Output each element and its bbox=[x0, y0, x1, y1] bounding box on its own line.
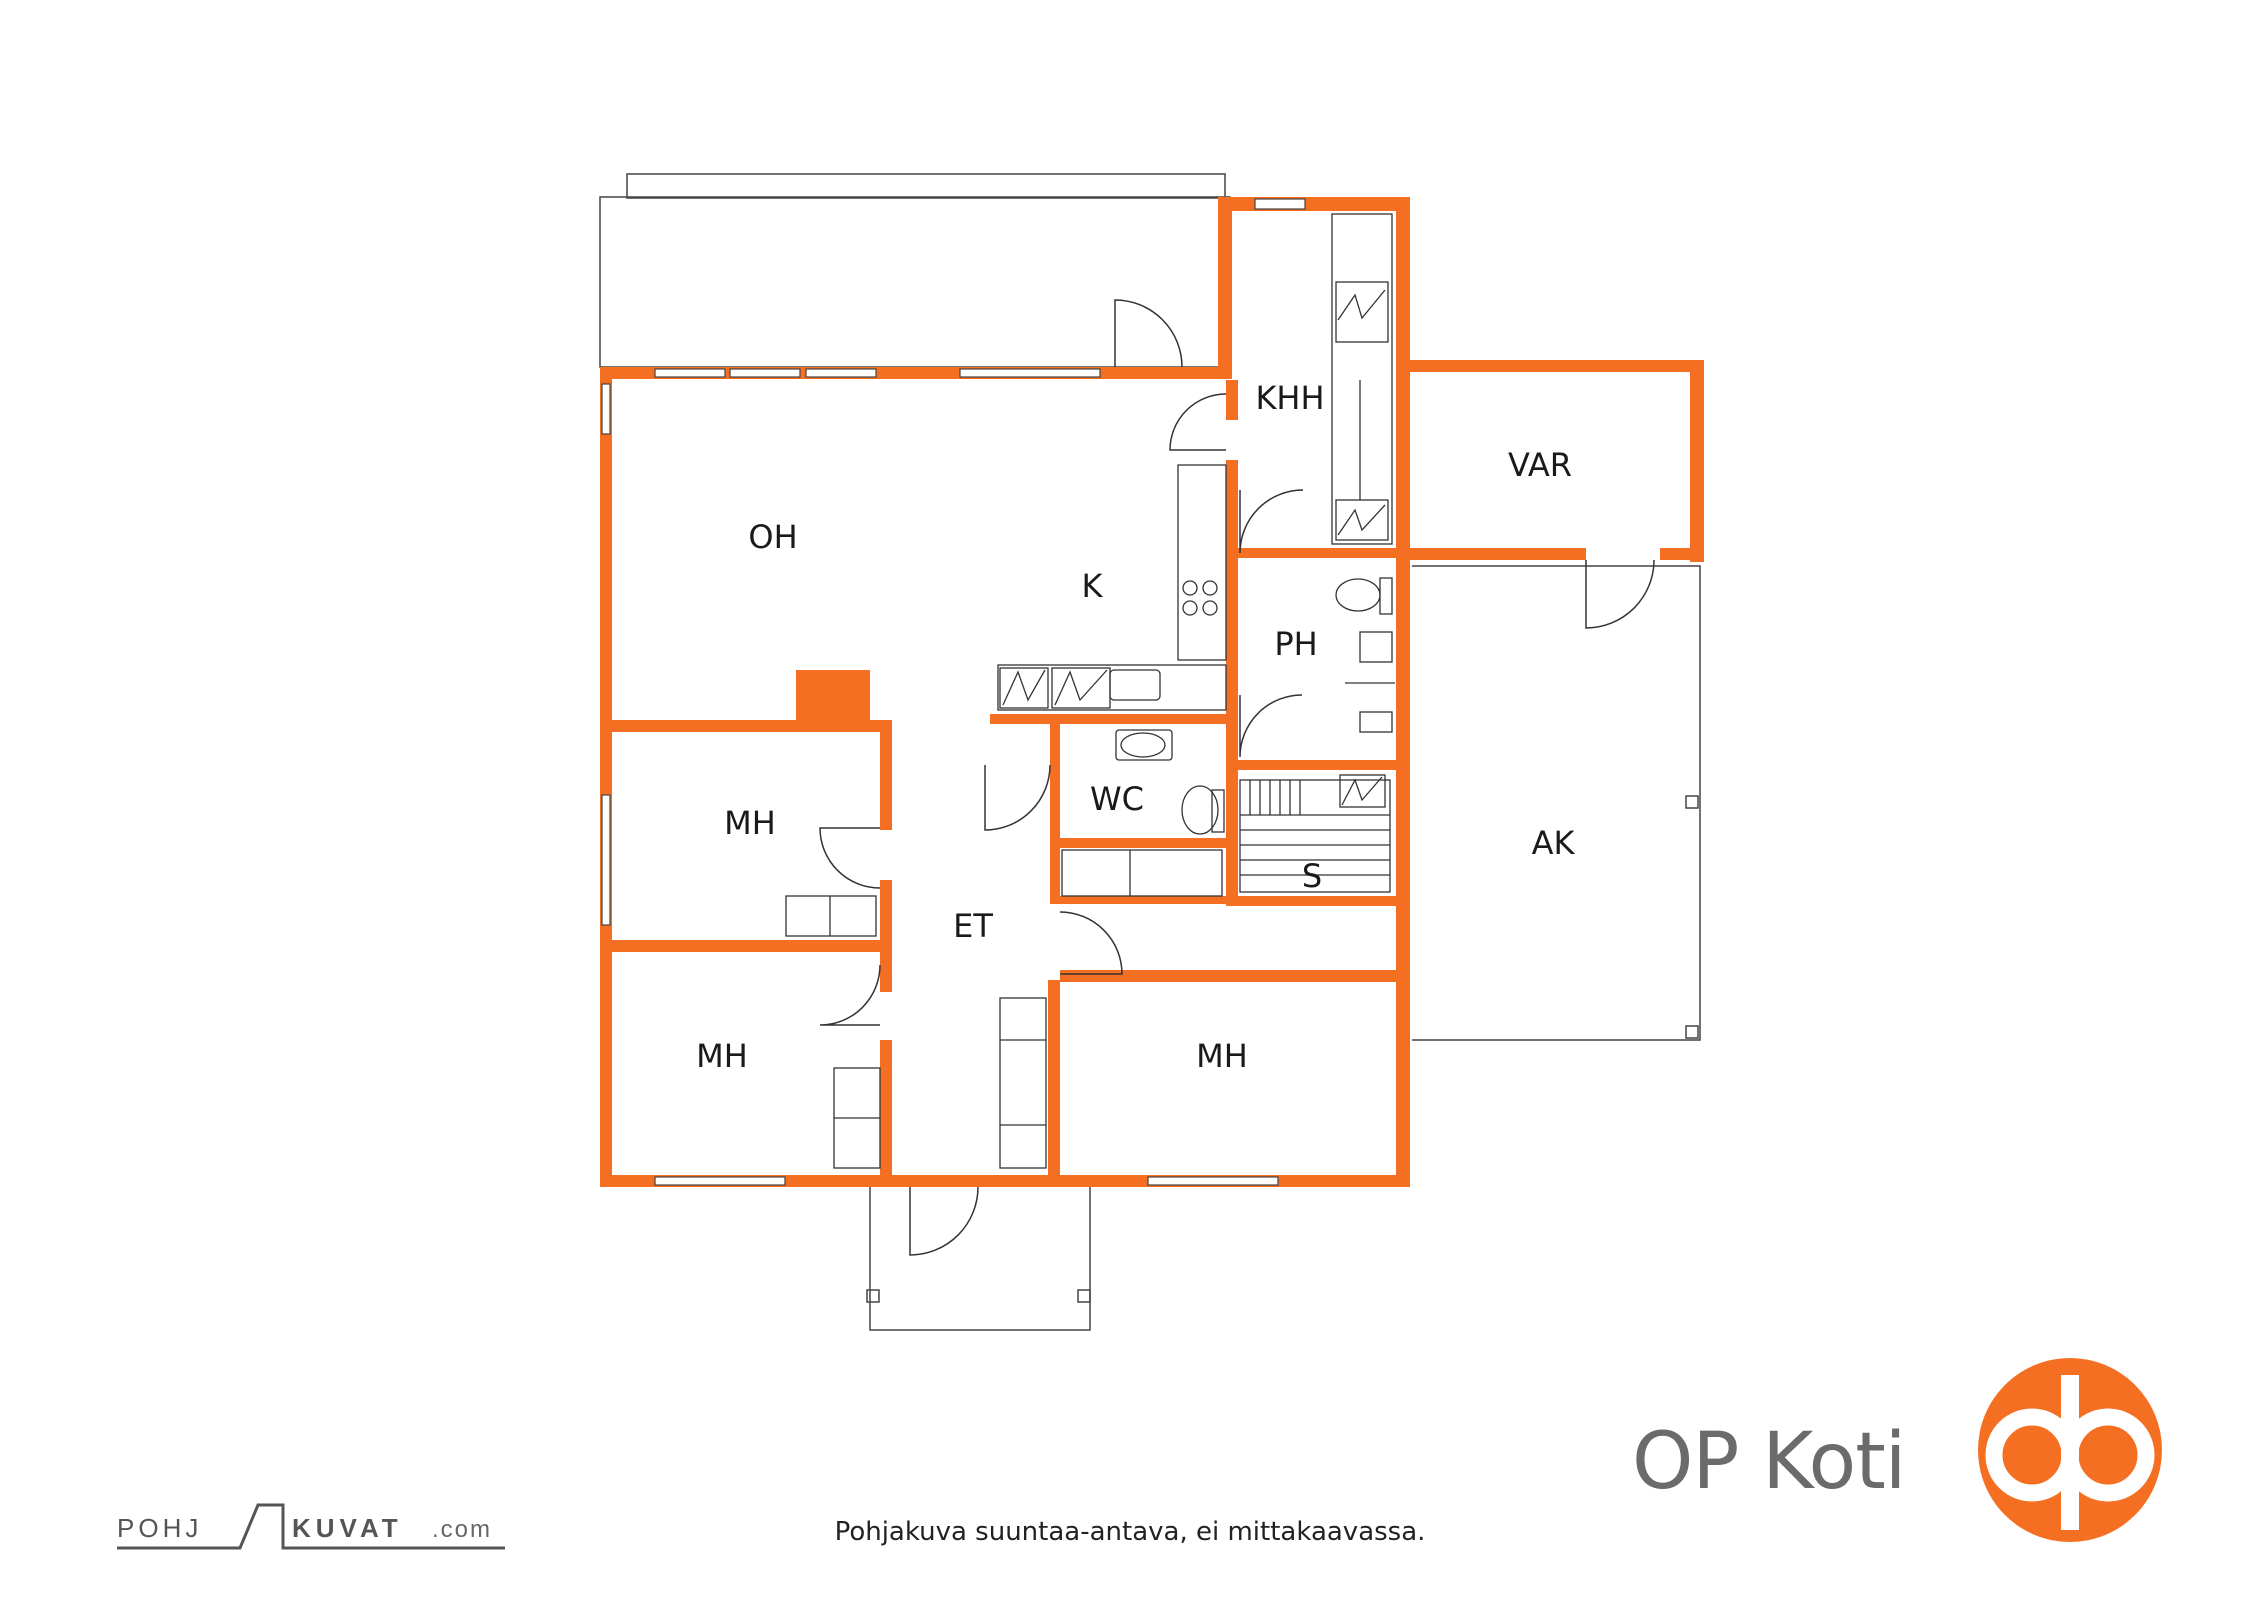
room-label-et: ET bbox=[953, 907, 993, 945]
doors bbox=[819, 299, 1655, 1256]
pohjakuvat-part-3: .com bbox=[432, 1516, 492, 1543]
entry-porch bbox=[866, 1185, 1091, 1331]
room-label-ak: AK bbox=[1532, 824, 1576, 862]
pohjakuvat-part-2: KUVAT bbox=[292, 1513, 403, 1543]
stairs bbox=[1239, 774, 1391, 893]
room-label-khh: KHH bbox=[1255, 379, 1324, 417]
op-logo-icon bbox=[1978, 1358, 2162, 1542]
room-label-wc: WC bbox=[1090, 780, 1144, 818]
pohjakuvat-roof-icon bbox=[117, 1503, 505, 1550]
room-label-ph: PH bbox=[1274, 625, 1317, 663]
brand-name: OP Koti bbox=[1632, 1417, 1905, 1507]
windows bbox=[601, 198, 1306, 1186]
room-label-mh-2: MH bbox=[696, 1037, 748, 1075]
room-label-var: VAR bbox=[1508, 446, 1572, 484]
room-label-k: K bbox=[1082, 567, 1104, 605]
room-label-mh-3: MH bbox=[1196, 1037, 1248, 1075]
room-label-s: S bbox=[1302, 857, 1322, 895]
pohjakuvat-part-1: POHJ bbox=[117, 1513, 202, 1543]
walls bbox=[600, 197, 1704, 1187]
carport-outline bbox=[1412, 565, 1701, 1041]
room-label-oh: OH bbox=[748, 518, 797, 556]
disclaimer-caption: Pohjakuva suuntaa-antava, ei mittakaavas… bbox=[835, 1517, 1426, 1547]
fixtures bbox=[785, 213, 1395, 1169]
pohjakuvat-logo: POHJ KUVAT .com bbox=[117, 1503, 505, 1550]
terrace bbox=[599, 173, 1231, 368]
room-label-mh-1: MH bbox=[724, 804, 776, 842]
